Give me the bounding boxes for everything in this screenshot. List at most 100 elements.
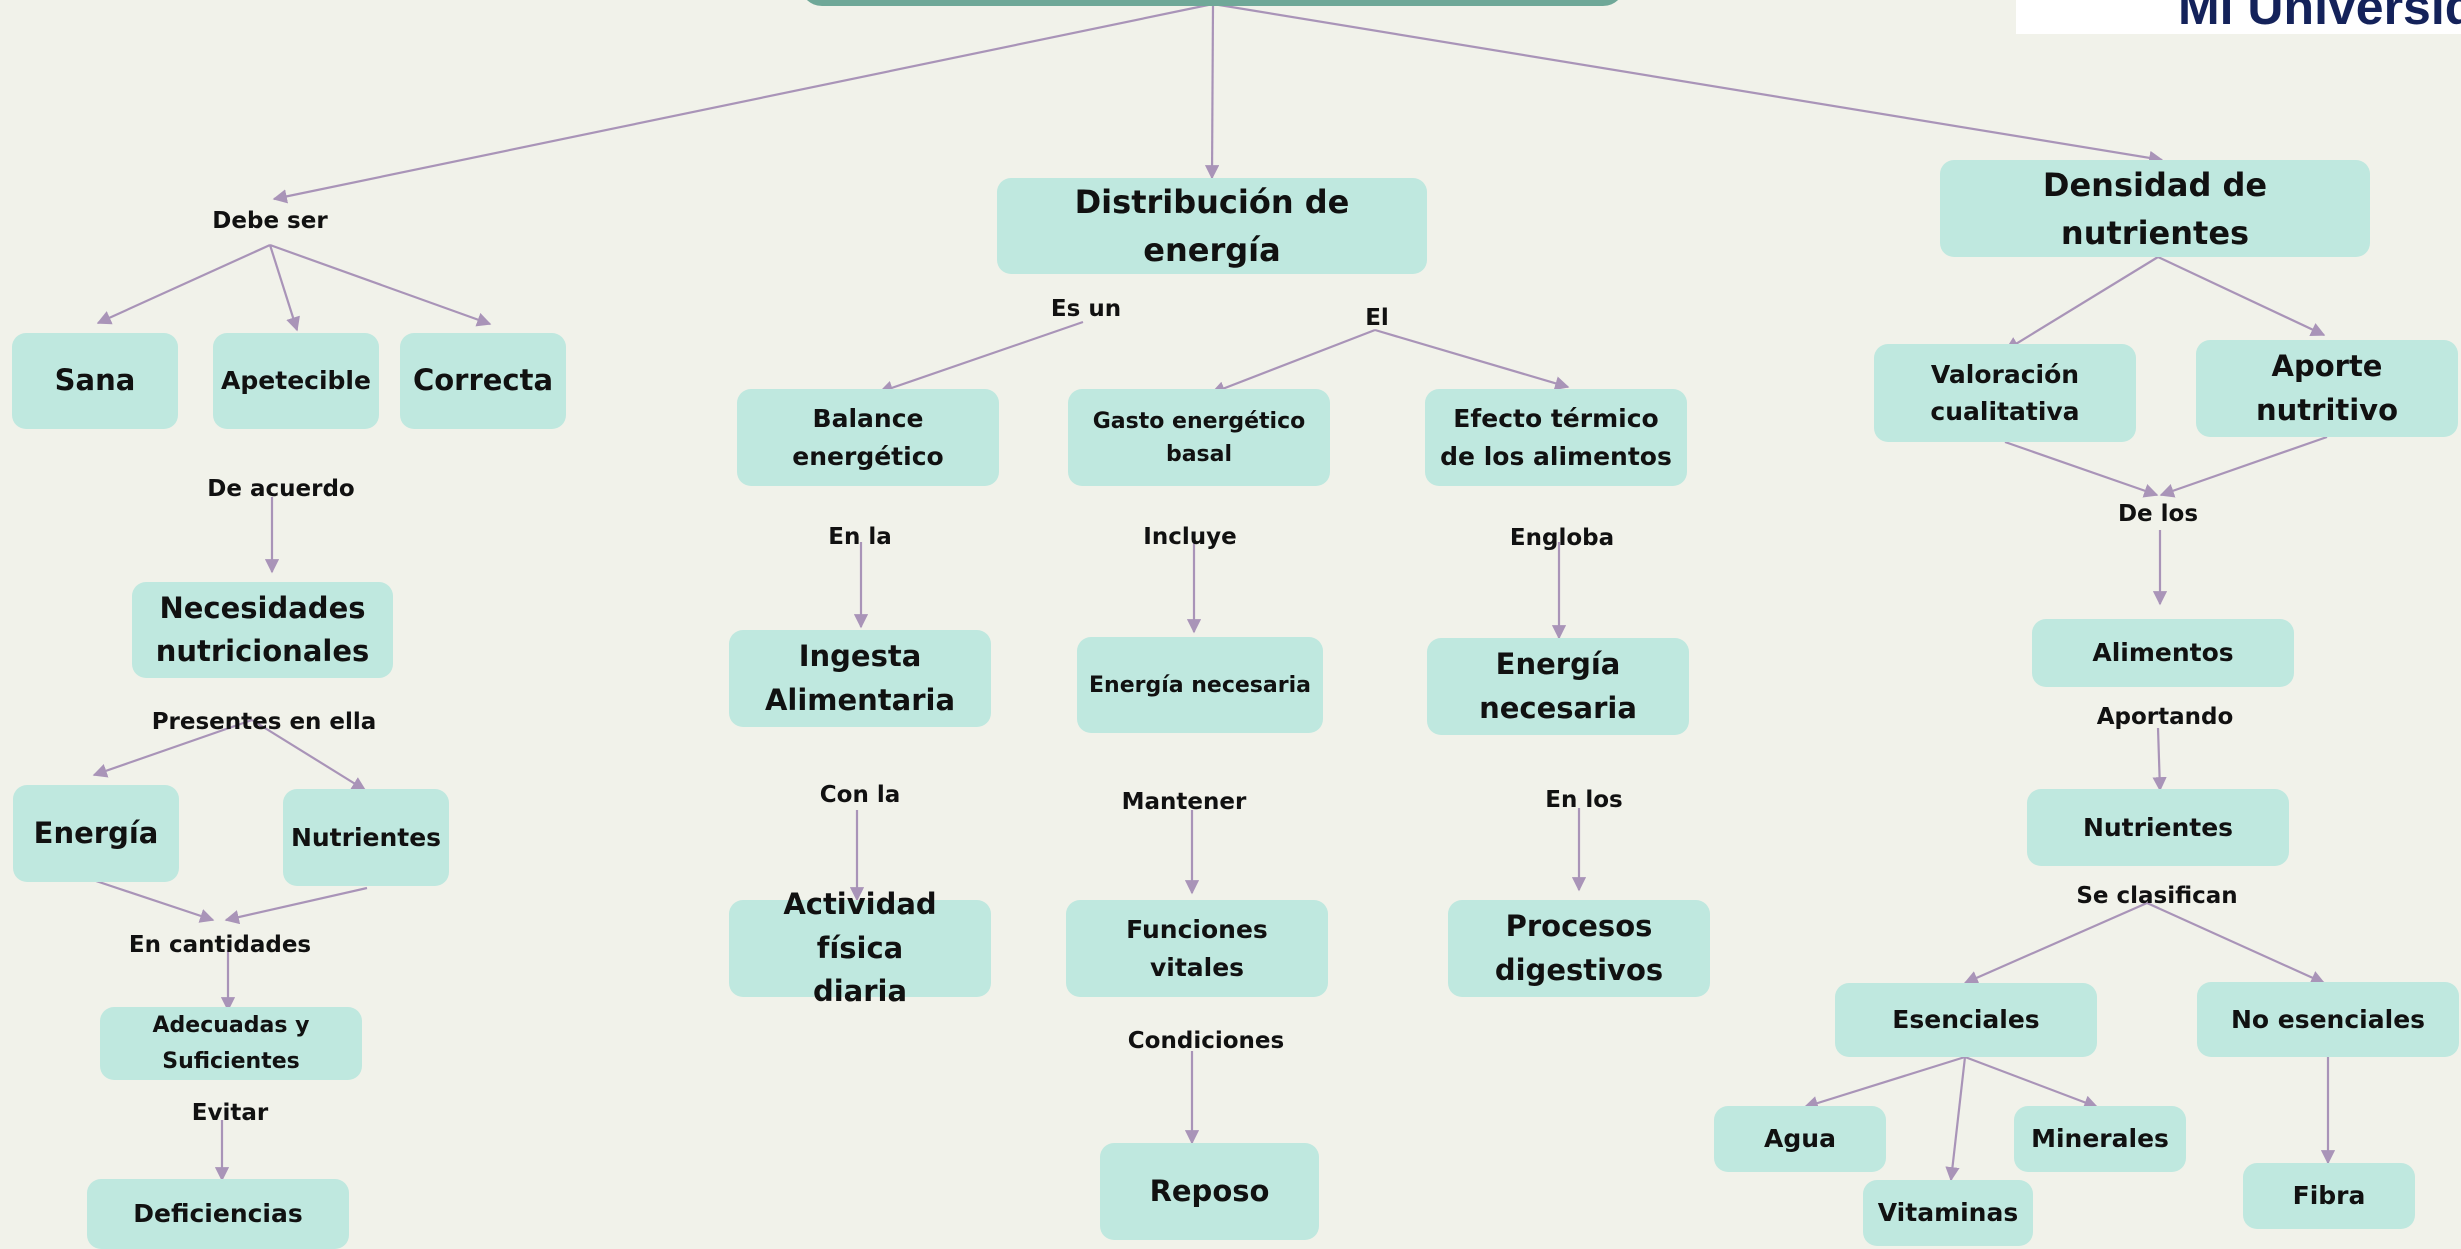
node-alimentos: Alimentos (2032, 619, 2294, 687)
node-efecto-line2: de los alimentos (1440, 441, 1672, 471)
label-es-un: Es un (1050, 296, 1122, 322)
root-node (800, 0, 1625, 6)
node-energia-necesaria-right-line2: necesaria (1479, 690, 1637, 725)
node-energia-necesaria-mid: Energía necesaria (1077, 637, 1323, 733)
node-funciones: Funciones vitales (1066, 900, 1328, 997)
node-densidad: Densidad de nutrientes (1940, 160, 2370, 257)
connector-arrow (251, 719, 367, 791)
node-actividad-line1: Actividad física (783, 887, 937, 965)
node-agua: Agua (1714, 1106, 1886, 1172)
label-incluye: Incluye (1143, 524, 1237, 550)
connector-arrow (95, 879, 215, 923)
node-sana-label: Sana (54, 363, 136, 398)
node-energia-necesaria-right: Energía necesaria (1427, 638, 1689, 735)
label-evitar: Evitar (191, 1100, 269, 1126)
node-energia-necesaria-mid-label: Energía necesaria (1089, 672, 1311, 698)
label-en-cantidades: En cantidades (128, 932, 312, 958)
label-engloba: Engloba (1509, 525, 1615, 551)
node-valoracion: Valoración cualitativa (1874, 344, 2136, 442)
node-fibra: Fibra (2243, 1163, 2415, 1229)
node-esenciales-label: Esenciales (1892, 1005, 2040, 1035)
node-distribucion-label: Distribución de energía (1074, 183, 1350, 269)
node-reposo-label: Reposo (1149, 1173, 1270, 1208)
node-efecto: Efecto térmico de los alimentos (1425, 389, 1687, 486)
node-balance: Balance energético (737, 389, 999, 486)
label-se-clasifican: Se clasifican (2076, 883, 2238, 909)
label-el: El (1365, 305, 1389, 331)
node-distribucion: Distribución de energía (997, 178, 1427, 274)
node-deficiencias-label: Deficiencias (133, 1199, 303, 1229)
node-balance-line1: Balance (812, 404, 924, 433)
node-alimentos-label: Alimentos (2092, 638, 2234, 668)
connector-arrow (269, 243, 492, 327)
connector-arrow (224, 886, 368, 925)
logo-text: Mi Universida (2178, 0, 2461, 34)
node-actividad: Actividad física diaria (729, 887, 991, 1008)
node-energia-left-label: Energía (33, 815, 159, 850)
label-aportando: Aportando (2096, 704, 2234, 730)
node-energia-left: Energía (13, 785, 179, 882)
connector-arrow (1210, 328, 1376, 396)
node-vitaminas: Vitaminas (1863, 1180, 2033, 1246)
connector-arrow (1945, 1056, 1967, 1182)
university-logo: Mi Universida (2016, 0, 2461, 34)
connector-arrow (2152, 727, 2167, 792)
node-ingesta-line2: Alimentaria (764, 682, 956, 717)
connector-arrow (1204, 3, 1220, 180)
connector-arrow (1964, 1055, 2099, 1110)
connector-arrow (2146, 901, 2326, 985)
node-balance-line2: energético (792, 441, 944, 471)
connector-arrow (1963, 901, 2148, 985)
connector-arrow (92, 718, 253, 778)
node-actividad-line2: diaria (812, 974, 908, 1009)
node-necesidades-line1: Necesidades (159, 590, 366, 625)
node-vitaminas-label: Vitaminas (1877, 1198, 2019, 1228)
node-esenciales: Esenciales (1835, 983, 2097, 1057)
node-correcta: Correcta (400, 333, 566, 429)
node-funciones-label: Funciones vitales (1126, 915, 1268, 982)
node-adecuadas-line2: Suficientes (162, 1048, 300, 1074)
connector-arrow (2159, 435, 2328, 498)
label-debe-ser: Debe ser (212, 208, 328, 234)
connector-arrow (878, 320, 1084, 395)
node-procesos-line1: Procesos (1505, 909, 1653, 943)
connector-arrow (2004, 256, 2159, 351)
node-gasto: Gasto energético basal (1068, 389, 1330, 486)
node-no-esenciales-label: No esenciales (2230, 1004, 2426, 1034)
connector-arrow (2004, 440, 2159, 498)
connector-arrow (1212, 2, 2164, 165)
connector-arrow (2157, 256, 2326, 336)
label-con-la: Con la (819, 782, 901, 808)
node-adecuadas: Adecuadas y Suficientes (100, 1007, 362, 1080)
connector-arrow (96, 243, 271, 325)
node-densidad-label: Densidad de nutrientes (2042, 165, 2268, 252)
label-en-los: En los (1545, 787, 1623, 813)
connector-arrow (272, 2, 1214, 204)
node-no-esenciales: No esenciales (2197, 982, 2459, 1057)
node-necesidades-line2: nutricionales (155, 634, 370, 668)
node-deficiencias: Deficiencias (87, 1179, 349, 1249)
label-condiciones: Condiciones (1127, 1028, 1285, 1054)
node-ingesta: Ingesta Alimentaria (729, 630, 991, 727)
node-adecuadas-line1: Adecuadas y (152, 1013, 310, 1039)
node-agua-label: Agua (1764, 1124, 1836, 1154)
node-necesidades: Necesidades nutricionales (132, 582, 393, 678)
node-gasto-line1: Gasto energético (1092, 408, 1306, 434)
connector-arrow (268, 244, 300, 332)
node-minerales-label: Minerales (2031, 1124, 2169, 1154)
node-aporte-label: Aporte nutritivo (2255, 349, 2399, 427)
node-nutrientes-left-label: Nutrientes (290, 822, 442, 852)
label-en-la: En la (828, 524, 892, 550)
label-mantener: Mantener (1121, 789, 1247, 815)
node-apetecible: Apetecible (213, 333, 379, 429)
node-nutrientes-right-label: Nutrientes (2082, 812, 2234, 842)
node-energia-necesaria-right-line1: Energía (1495, 647, 1621, 681)
node-ingesta-line1: Ingesta (798, 639, 922, 673)
node-minerales: Minerales (2014, 1106, 2186, 1172)
node-sana: Sana (12, 333, 178, 429)
connector-arrow (1803, 1055, 1966, 1110)
node-valoracion-line2: cualitativa (1930, 397, 2080, 426)
label-presentes: Presentes en ella (151, 709, 377, 735)
